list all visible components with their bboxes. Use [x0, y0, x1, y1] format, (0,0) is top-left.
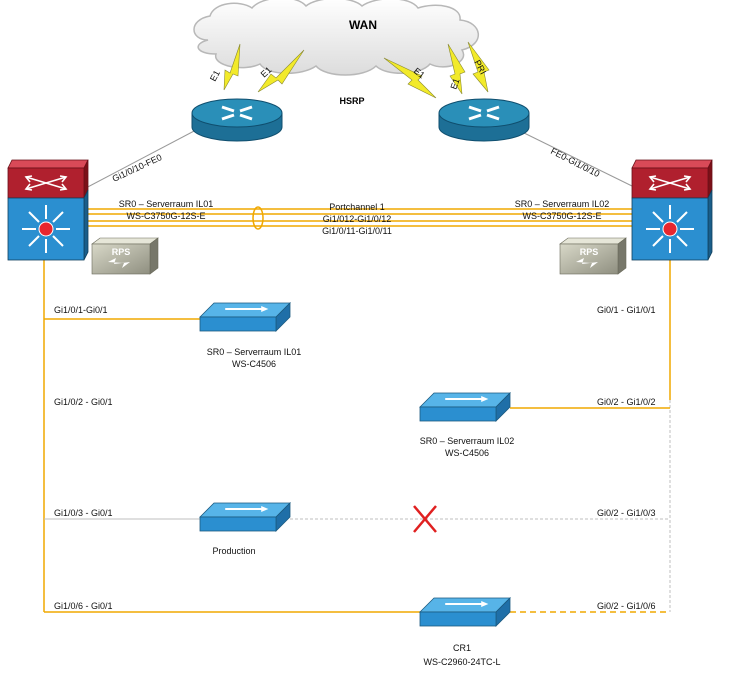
- e1-link-bolt: [447, 43, 466, 95]
- rps-left-label: RPS: [112, 247, 131, 257]
- hsrp-label: HSRP: [339, 96, 364, 106]
- switch-cr1: [419, 597, 511, 627]
- core-left-model: WS-C3750G-12S-E: [126, 211, 205, 221]
- downlinks: [43, 260, 671, 613]
- rps-right-label: RPS: [580, 247, 599, 257]
- port-label: Gi0/2 - Gi1/0/6: [597, 601, 656, 611]
- switch-il01-name: SR0 – Serverraum IL01: [207, 347, 302, 357]
- e1-link-bolt: [383, 57, 437, 99]
- lightning-icon: [108, 258, 130, 268]
- core-left-name: SR0 – Serverraum IL01: [119, 199, 214, 209]
- port-label: Gi0/2 - Gi1/0/3: [597, 508, 656, 518]
- router-link-right: [517, 129, 633, 187]
- switch-production-name: Production: [212, 546, 255, 556]
- switch-il01-model: WS-C4506: [232, 359, 276, 369]
- core-switch-right: [631, 159, 713, 261]
- switch-cr1-name: CR1: [453, 643, 471, 653]
- wan-links: E1 E1 E1 E1 PRI: [208, 41, 490, 99]
- wan-link-label: E1: [448, 77, 461, 91]
- switch-il02: [419, 392, 511, 422]
- wan-cloud: WAN: [193, 0, 480, 76]
- wan-label: WAN: [349, 18, 377, 32]
- port-label: Gi0/2 - Gi1/0/2: [597, 397, 656, 407]
- pri-link-bolt: [467, 41, 490, 93]
- router-link-left: [81, 129, 197, 191]
- wan-link-label: E1: [208, 69, 222, 83]
- portchannel-ports-2: Gi1/0/11-Gi1/0/11: [322, 226, 392, 236]
- lightning-icon: [576, 258, 598, 268]
- switch-production: [199, 502, 291, 532]
- switch-il02-name: SR0 – Serverraum IL02: [420, 436, 515, 446]
- portchannel-title: Portchannel 1: [329, 202, 385, 212]
- switch-il01: [199, 302, 291, 332]
- switch-il02-model: WS-C4506: [445, 448, 489, 458]
- portchannel-link: [82, 206, 632, 230]
- core-switch-left: [7, 159, 89, 261]
- e1-link-bolt: [257, 49, 305, 93]
- port-label: Gi1/0/2 - Gi0/1: [54, 397, 113, 407]
- portchannel-ports-1: Gi1/012-Gi1/0/12: [323, 214, 392, 224]
- port-label: Gi0/1 - Gi1/0/1: [597, 305, 656, 315]
- rps-left: RPS: [91, 237, 159, 275]
- e1-link-bolt: [223, 43, 241, 91]
- blocked-link-x-icon: [413, 505, 437, 533]
- port-label: Gi1/0/1-Gi0/1: [54, 305, 108, 315]
- router-link-left-label: Gi1/0/10-FE0: [111, 152, 164, 184]
- rps-right: RPS: [559, 237, 627, 275]
- core-right-name: SR0 – Serverraum IL02: [515, 199, 610, 209]
- port-label: Gi1/0/3 - Gi0/1: [54, 508, 113, 518]
- switch-cr1-model: WS-C2960-24TC-L: [423, 657, 500, 667]
- core-right-model: WS-C3750G-12S-E: [522, 211, 601, 221]
- portchannel-bundle-ring: [252, 206, 264, 230]
- router-right: [438, 98, 530, 142]
- router-left: [191, 98, 283, 142]
- router-link-right-label: FE0-Gi1/0/10: [549, 146, 601, 179]
- port-label: Gi1/0/6 - Gi0/1: [54, 601, 113, 611]
